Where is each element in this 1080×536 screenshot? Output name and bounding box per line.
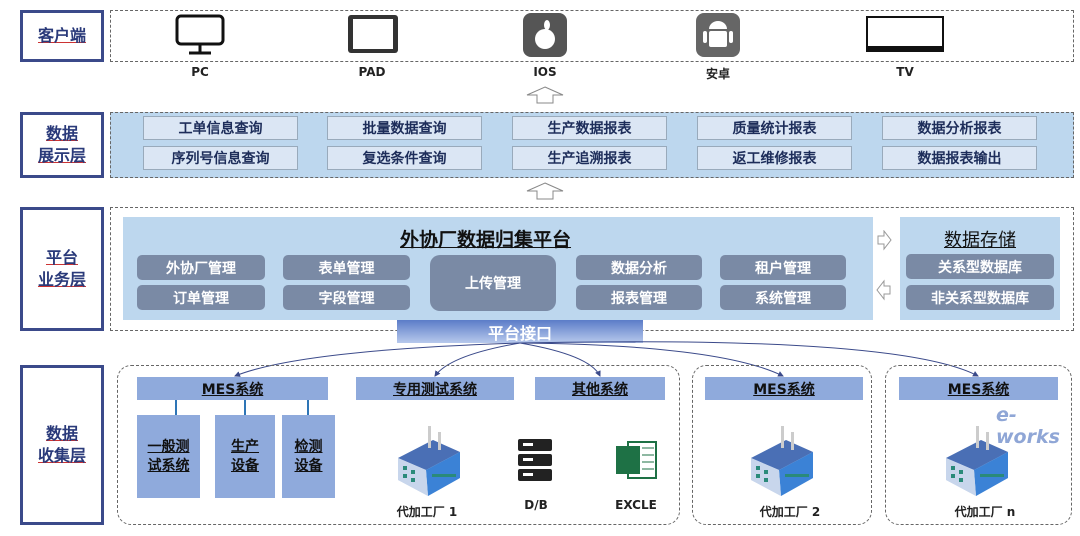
client-label: IOS — [533, 65, 557, 79]
report-button[interactable]: 数据分析报表 — [882, 116, 1037, 140]
report-button[interactable]: 复选条件查询 — [327, 146, 482, 170]
tv-icon — [866, 16, 944, 52]
android-icon — [696, 13, 740, 57]
report-button[interactable]: 生产追溯报表 — [512, 146, 667, 170]
module-button[interactable]: 表单管理 — [283, 255, 410, 280]
client-label: TV — [896, 65, 914, 79]
layer-text: 平台 业务层 — [37, 248, 86, 289]
mes-system-bar[interactable]: MES系统 — [137, 377, 328, 400]
excel-label: EXCLE — [615, 498, 657, 512]
tablet-icon — [348, 15, 398, 53]
layer-display-label: 数据 展示层 — [20, 112, 104, 178]
client-label: 安卓 — [705, 67, 731, 81]
watermark-logo: e-works — [996, 404, 1060, 448]
client-label: PAD — [358, 65, 386, 79]
factory-n-group — [885, 365, 1072, 525]
report-button[interactable]: 返工维修报表 — [697, 146, 852, 170]
inspection-equipment[interactable]: 检测 设备 — [282, 415, 335, 498]
report-button[interactable]: 数据报表输出 — [882, 146, 1037, 170]
module-button[interactable]: 租户管理 — [720, 255, 846, 280]
database-server-icon — [518, 439, 552, 481]
factory-icon — [398, 426, 460, 496]
factory-label: 代加工厂 1 — [396, 505, 458, 519]
layer-client-label: 客户端 — [20, 10, 104, 62]
db-label: D/B — [524, 498, 548, 512]
platform-interface[interactable]: 平台接口 — [397, 320, 643, 343]
module-button[interactable]: 字段管理 — [283, 285, 410, 310]
general-test-system[interactable]: 一般测 试系统 — [137, 415, 200, 498]
module-button[interactable]: 数据分析 — [576, 255, 702, 280]
test-system-bar[interactable]: 专用测试系统 — [356, 377, 514, 400]
module-button[interactable]: 订单管理 — [137, 285, 265, 310]
factory-icon — [946, 426, 1008, 496]
module-button[interactable]: 报表管理 — [576, 285, 702, 310]
factory-label: 代加工厂 2 — [759, 505, 821, 519]
excel-icon — [616, 441, 657, 479]
storage-title: 数据存储 — [944, 230, 1016, 251]
storage-item[interactable]: 非关系型数据库 — [906, 285, 1054, 310]
factory-1-group — [117, 365, 680, 525]
mes-system-bar[interactable]: MES系统 — [899, 377, 1058, 400]
production-equipment[interactable]: 生产 设备 — [215, 415, 275, 498]
factory-2-group — [692, 365, 872, 525]
client-label: PC — [191, 65, 209, 79]
factory-label: 代加工厂 n — [954, 505, 1016, 519]
sync-arrows-icon — [876, 230, 892, 301]
layer-text: 数据 收集层 — [37, 424, 86, 465]
layer-collect-label: 数据 收集层 — [20, 365, 104, 525]
platform-title: 外协厂数据归集平台 — [400, 229, 572, 251]
upload-module-button[interactable]: 上传管理 — [430, 255, 556, 311]
layer-platform-label: 平台 业务层 — [20, 207, 104, 331]
mes-system-bar[interactable]: MES系统 — [705, 377, 863, 400]
report-button[interactable]: 质量统计报表 — [697, 116, 852, 140]
report-button[interactable]: 生产数据报表 — [512, 116, 667, 140]
up-arrow-icon — [526, 86, 564, 104]
client-row — [110, 10, 1074, 62]
storage-item[interactable]: 关系型数据库 — [906, 254, 1054, 279]
module-button[interactable]: 系统管理 — [720, 285, 846, 310]
layer-text: 客户端 — [37, 26, 86, 45]
apple-icon — [523, 13, 567, 57]
module-button[interactable]: 外协厂管理 — [137, 255, 265, 280]
other-system-bar[interactable]: 其他系统 — [535, 377, 665, 400]
layer-text: 数据 展示层 — [37, 124, 86, 165]
report-button[interactable]: 序列号信息查询 — [143, 146, 298, 170]
report-button[interactable]: 工单信息查询 — [143, 116, 298, 140]
up-arrow-icon — [526, 182, 564, 200]
report-button[interactable]: 批量数据查询 — [327, 116, 482, 140]
factory-icon — [751, 426, 813, 496]
monitor-icon — [175, 14, 225, 55]
